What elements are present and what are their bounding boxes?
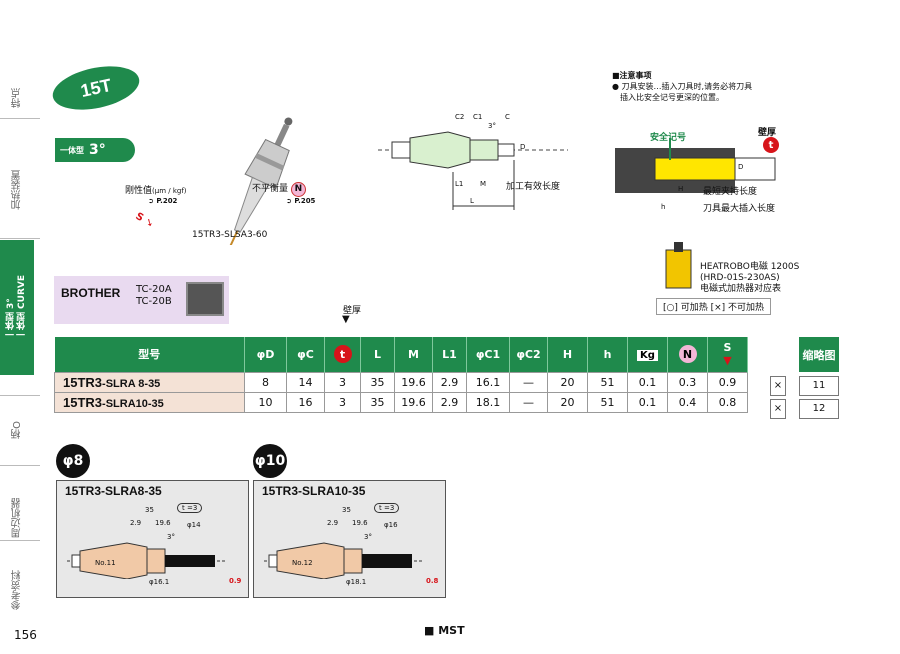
effective-length-label: 加工有效长度 bbox=[506, 182, 561, 192]
min-clamp-label: 最短夹持长度 bbox=[703, 187, 758, 197]
s-value: 0.9 bbox=[229, 577, 242, 585]
notes-section: ■注意事项 ● 刀具安装…插入刀具时,请务必将刀具 插入比安全记号更深的位置。 bbox=[612, 71, 753, 102]
tool-illustration bbox=[219, 117, 293, 245]
insertion-diagram bbox=[615, 138, 776, 193]
c2-label: C2 bbox=[455, 113, 465, 121]
angle-label: 3° bbox=[488, 122, 496, 130]
h-lower-label: h bbox=[661, 203, 666, 211]
header-kg: Kg bbox=[627, 337, 668, 372]
header-t: t bbox=[324, 337, 361, 372]
header-d: φD bbox=[244, 337, 287, 372]
heat-cell-2: × bbox=[770, 399, 786, 419]
model-cell: 15TR3-SLRA10-35 bbox=[54, 391, 245, 413]
nav-peripheral[interactable]: 周边机器 bbox=[11, 498, 23, 538]
thumbnail-drawing bbox=[264, 542, 424, 579]
model-cell: 15TR3-SLRA 8-35 bbox=[54, 371, 245, 393]
rigidity-label: 刚性值(μm / kgf) bbox=[125, 186, 187, 196]
thumbnail-drawing bbox=[67, 542, 227, 579]
heatrobo-title: HEATROBO电磁 1200S (HRD-01S-230AS) 电磁式加热器对… bbox=[700, 262, 800, 294]
l-label: L bbox=[470, 197, 474, 205]
nav-shank[interactable]: 柄O bbox=[11, 421, 23, 439]
brand-logo: ■ MST bbox=[424, 624, 465, 637]
heat-cell-1: × bbox=[770, 376, 786, 396]
page-number: 156 bbox=[14, 628, 37, 642]
side-navigation: 特点 加热装置 一体型 3°一体型 CURVE 柄O 周边机器 参考资料 bbox=[0, 60, 40, 625]
unbalance-label: 不平衡量 N bbox=[252, 181, 306, 197]
nav-heating-device[interactable]: 加热装置 bbox=[11, 170, 23, 210]
rigidity-ref: ➲ P.202 bbox=[148, 197, 178, 205]
diameter-badge-8: φ8 bbox=[56, 444, 90, 478]
wall-label: 壁厚 bbox=[343, 306, 362, 316]
nav-integrated-3deg[interactable]: 一体型 3°一体型 CURVE bbox=[0, 240, 34, 375]
heatrobo-icon bbox=[665, 242, 692, 289]
header-l: L bbox=[360, 337, 395, 372]
dimension-diagram bbox=[378, 131, 568, 210]
brother-name: BROTHER bbox=[61, 286, 121, 300]
header-c2: φC2 bbox=[509, 337, 548, 372]
header-h-upper: H bbox=[547, 337, 588, 372]
header-l1: L1 bbox=[432, 337, 467, 372]
h-upper-label: H bbox=[678, 185, 684, 193]
spec-table: 型号 φD φC t L M L1 φC1 φC2 H h Kg N S▼ 15… bbox=[54, 337, 748, 413]
header-c: φC bbox=[286, 337, 325, 372]
c-label: C bbox=[505, 113, 510, 121]
thumbnail-panel-10: 15TR3-SLRA10-35 35 2.9 19.6 t =3 φ16 3° … bbox=[253, 480, 446, 598]
header-m: M bbox=[394, 337, 433, 372]
header-n: N bbox=[667, 337, 708, 372]
arrow-down-icon: ▼ bbox=[342, 314, 350, 325]
l1-label: L1 bbox=[455, 180, 464, 188]
d-notes-label: D bbox=[738, 163, 744, 171]
panel-title: 15TR3-SLRA10-35 bbox=[262, 484, 366, 498]
d-label: D bbox=[520, 143, 526, 151]
diag-cell-2[interactable]: 12 bbox=[799, 399, 839, 419]
diag-header: 缩略图 bbox=[799, 337, 839, 372]
max-insert-label: 刀具最大插入长度 bbox=[703, 204, 776, 214]
unbalance-ref: ➲ P.205 bbox=[286, 197, 316, 205]
s-value: 0.8 bbox=[426, 577, 439, 585]
t-icon: t bbox=[763, 137, 779, 153]
machine-icon bbox=[186, 282, 224, 316]
header-c1: φC1 bbox=[466, 337, 510, 372]
diameter-badge-10: φ10 bbox=[253, 444, 287, 478]
heatrobo-legend: [○] 可加热 [×] 不可加热 bbox=[656, 298, 772, 315]
c1-label: C1 bbox=[473, 113, 483, 121]
panel-title: 15TR3-SLRA8-35 bbox=[65, 484, 162, 498]
illus-model: 15TR3-SLSA3-60 bbox=[192, 230, 268, 240]
safe-mark-label: 安全记号 bbox=[650, 133, 687, 143]
header-h-lower: h bbox=[587, 337, 628, 372]
nav-features[interactable]: 特点 bbox=[11, 88, 23, 108]
thumbnail-panel-8: 15TR3-SLRA8-35 35 2.9 19.6 t =3 φ14 3° N… bbox=[56, 480, 249, 598]
nav-reference[interactable]: 参考资料 bbox=[11, 570, 23, 610]
diag-cell-1[interactable]: 11 bbox=[799, 376, 839, 396]
wall-label-notes: 壁厚 bbox=[758, 128, 777, 138]
m-label: M bbox=[480, 180, 487, 188]
header-model: 型号 bbox=[54, 337, 245, 372]
header-s: S▼ bbox=[707, 337, 748, 372]
